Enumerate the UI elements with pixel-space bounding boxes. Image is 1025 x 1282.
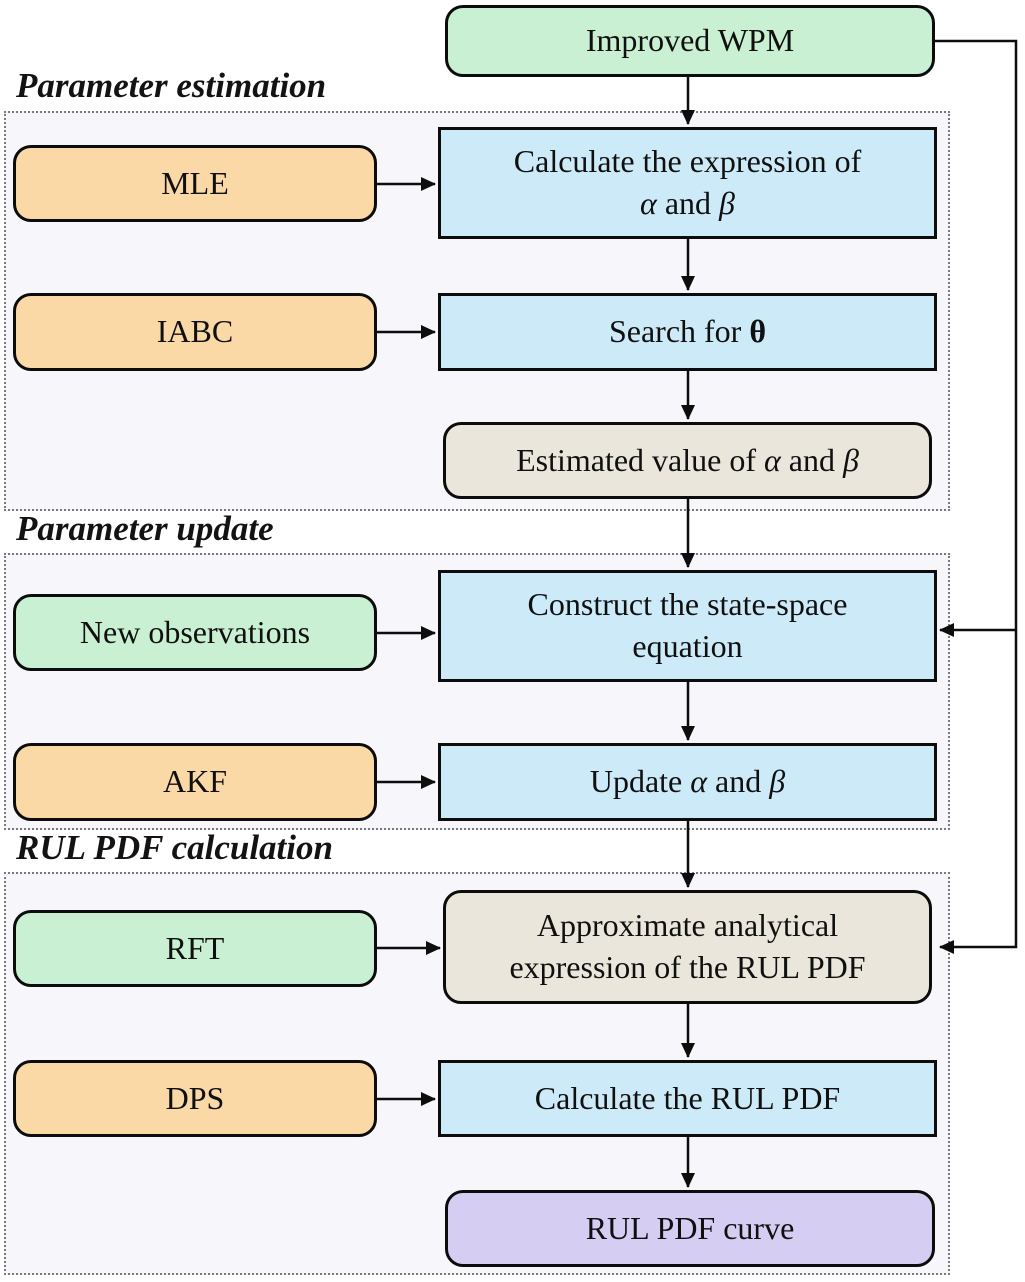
node-label: New observations — [79, 613, 311, 650]
node-label: RUL PDF curve — [585, 1209, 795, 1246]
section-title-parameter-estimation: Parameter estimation — [16, 66, 327, 105]
node-estimated-value: Estimated value of α and β — [443, 422, 932, 499]
node-label: Estimated value of α and β — [516, 441, 859, 478]
node-label: DPS — [165, 1079, 225, 1116]
section-title-rul-pdf-calculation: RUL PDF calculation — [16, 828, 333, 867]
node-label: Calculate the RUL PDF — [534, 1079, 841, 1116]
section-title-parameter-update: Parameter update — [16, 509, 274, 548]
node-dps: DPS — [13, 1060, 377, 1137]
node-akf: AKF — [13, 743, 377, 821]
node-iabc: IABC — [13, 293, 377, 371]
node-label: MLE — [161, 164, 229, 201]
node-label: IABC — [156, 313, 234, 350]
node-label: AKF — [162, 763, 227, 800]
node-improved-wpm: Improved WPM — [445, 5, 935, 77]
node-label: RFT — [165, 929, 225, 966]
node-rul-pdf-curve: RUL PDF curve — [445, 1190, 935, 1267]
node-mle: MLE — [13, 145, 377, 222]
node-search-theta: Search for θ — [438, 293, 937, 371]
node-rft: RFT — [13, 910, 377, 987]
node-new-observations: New observations — [13, 594, 377, 671]
node-label: Update α and β — [589, 763, 786, 800]
node-label: Search for θ — [608, 313, 767, 350]
node-calculate-rul-pdf: Calculate the RUL PDF — [438, 1060, 937, 1137]
node-update-alpha-beta: Update α and β — [438, 743, 937, 821]
node-label: Improved WPM — [585, 22, 795, 59]
